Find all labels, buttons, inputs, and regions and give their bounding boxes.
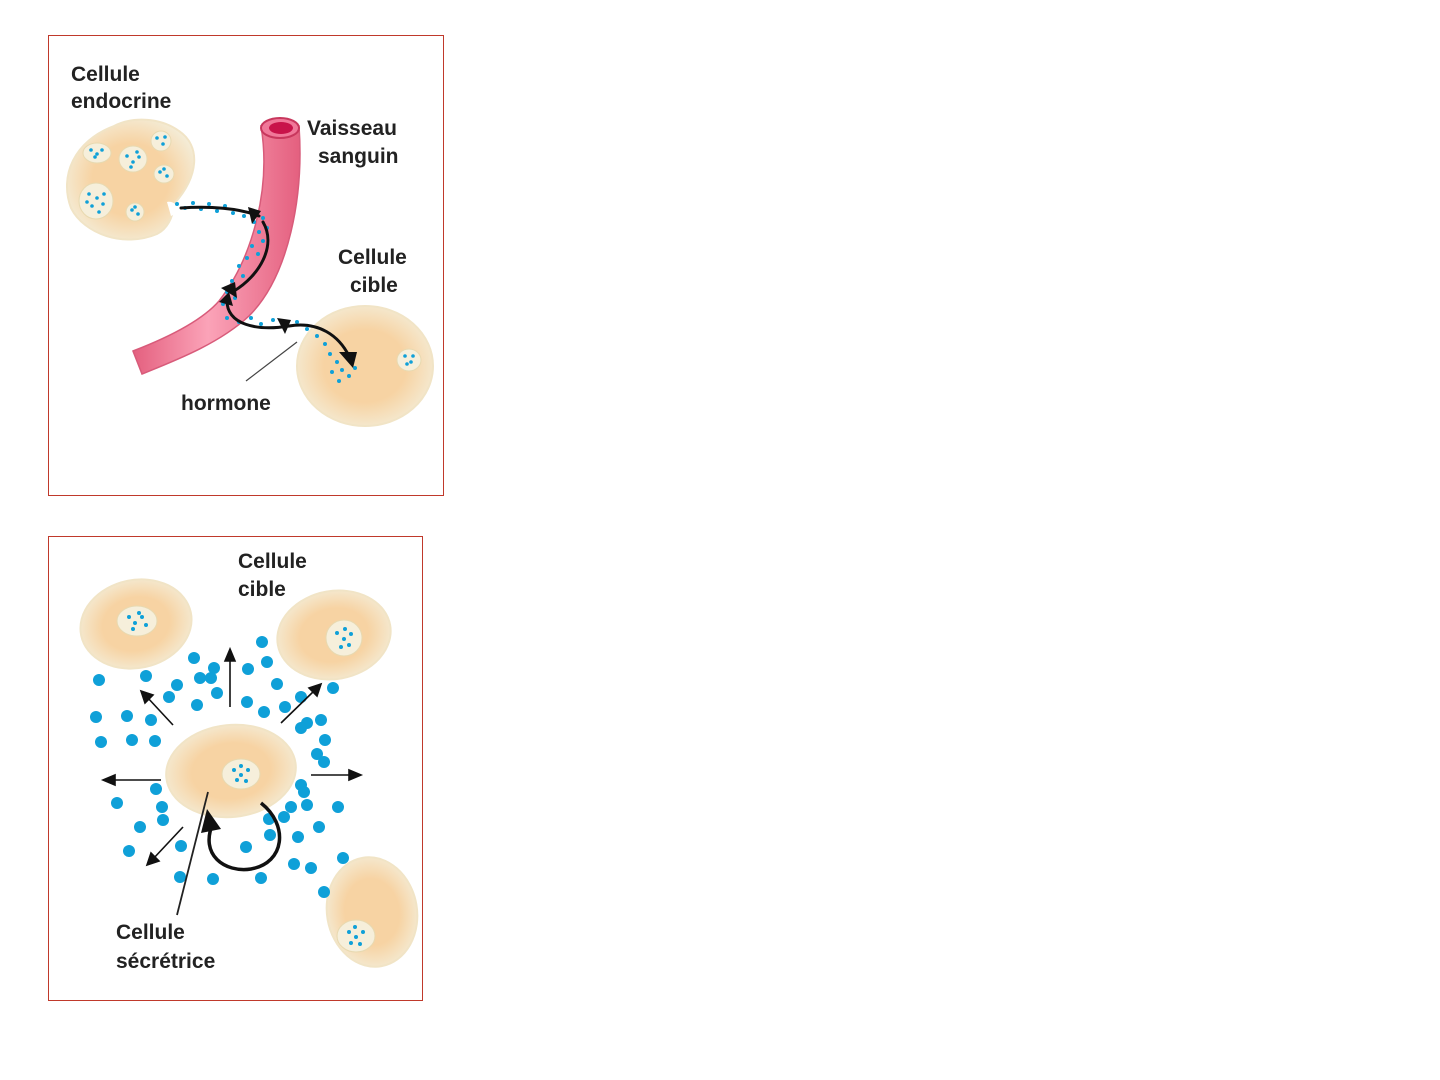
paracrine-diagram-panel: Cellule cible Cellule sécrétrice	[48, 536, 423, 1001]
hormone-pointer-line	[246, 342, 297, 381]
target-cell-label-line1: Cellule	[238, 550, 307, 573]
endocrine-cell-label-line2: endocrine	[71, 90, 171, 113]
secretory-cell-label-line1: Cellule	[116, 921, 185, 944]
endocrine-diagram-panel: Cellule endocrine Vaisseau sanguin Cellu…	[48, 35, 444, 496]
endocrine-cell-label-line1: Cellule	[71, 63, 140, 86]
endocrine-diagram: Cellule endocrine Vaisseau sanguin Cellu…	[49, 36, 445, 497]
target-cell-label-line2: cible	[350, 274, 398, 297]
target-cell-bottom-right	[318, 850, 424, 974]
target-cell-label-line1: Cellule	[338, 246, 407, 269]
vessel-label-line1: Vaisseau	[307, 117, 397, 140]
target-cell-vesicle	[397, 349, 421, 371]
endocrine-cell	[67, 120, 194, 240]
paracrine-diagram: Cellule cible Cellule sécrétrice	[49, 537, 424, 1002]
vessel-label-line2: sanguin	[318, 145, 399, 168]
secretory-cell-label-line2: sécrétrice	[116, 950, 215, 973]
hormone-label: hormone	[181, 392, 271, 415]
target-cell-label-line2: cible	[238, 578, 286, 601]
